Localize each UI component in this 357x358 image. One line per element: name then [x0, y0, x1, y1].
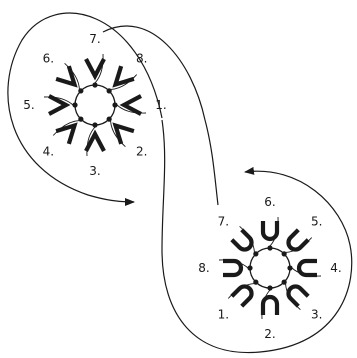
bottom-symbol-3	[286, 284, 309, 307]
bottom-ring-dot-8	[247, 265, 252, 270]
bottom-diagram: 1. 2. 3. 4. 5. 6. 7. 8.	[198, 195, 341, 341]
top-ring-dot-1	[112, 102, 117, 107]
bottom-ring-dot-4	[287, 265, 292, 270]
cross-path	[103, 26, 218, 205]
top-label-4: 4.	[43, 145, 54, 159]
bottom-label-6: 6.	[264, 195, 275, 209]
bottom-label-1: 1.	[218, 308, 229, 322]
top-ring-dot-3	[92, 122, 97, 127]
top-label-2: 2.	[136, 145, 147, 159]
top-symbol-1	[124, 96, 141, 114]
bottom-symbol-2	[263, 297, 277, 315]
bottom-ring-dot-6	[267, 245, 272, 250]
top-symbol-3	[86, 134, 104, 151]
bottom-symbol-1	[232, 284, 255, 307]
top-symbol-2	[109, 119, 134, 144]
bottom-label-4: 4.	[330, 261, 341, 275]
bottom-symbol-8	[223, 261, 241, 275]
bottom-label-2: 2.	[264, 327, 275, 341]
bottom-symbol-5	[286, 230, 309, 253]
bottom-label-8: 8.	[198, 261, 209, 275]
top-ring-dot-5	[72, 102, 77, 107]
top-label-5: 5.	[23, 98, 34, 112]
bottom-symbol-6	[263, 221, 277, 239]
top-symbol-5	[49, 96, 66, 114]
bottom-label-5: 5.	[311, 214, 322, 228]
top-label-8: 8.	[136, 51, 147, 65]
bottom-label-7: 7.	[218, 214, 229, 228]
bottom-symbol-7	[232, 230, 255, 253]
top-label-1: 1.	[155, 98, 166, 112]
top-symbol-7	[86, 59, 104, 76]
bottom-symbol-4	[299, 261, 317, 275]
bottom-loop-path	[162, 120, 352, 353]
bottom-ring-dot-2	[267, 285, 272, 290]
top-symbol-4	[56, 119, 81, 144]
top-label-3: 3.	[89, 164, 100, 178]
top-diagram: 1. 2. 3. 4. 5. 6. 7. 8.	[23, 32, 166, 178]
top-symbol-6	[56, 66, 81, 91]
top-label-7: 7.	[89, 32, 100, 46]
top-label-6: 6.	[43, 51, 54, 65]
bottom-label-3: 3.	[311, 308, 322, 322]
top-ring-dot-7	[92, 82, 97, 87]
top-symbol-8	[109, 66, 134, 91]
